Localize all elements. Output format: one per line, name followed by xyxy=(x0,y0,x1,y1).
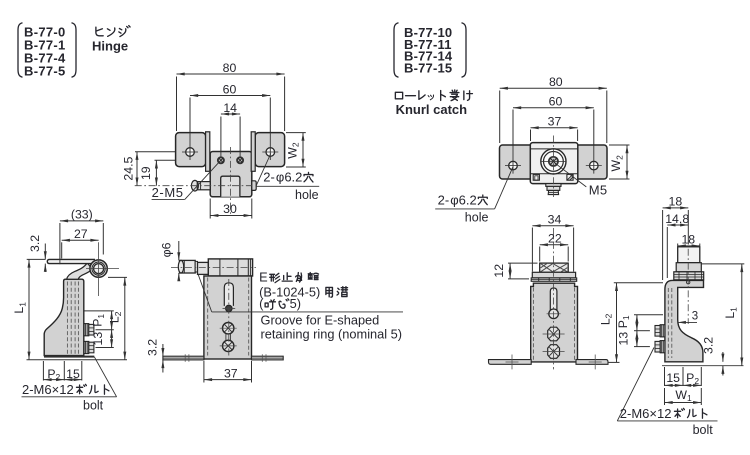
svg-text:2-M6×12: 2-M6×12 xyxy=(620,406,672,421)
svg-text:B-77-10: B-77-10 xyxy=(404,25,452,40)
svg-text:14.8: 14.8 xyxy=(665,212,689,226)
svg-text:B-77-11: B-77-11 xyxy=(404,37,452,52)
svg-text:80: 80 xyxy=(549,75,563,89)
svg-text:L2: L2 xyxy=(108,311,123,323)
svg-text:14: 14 xyxy=(223,101,237,115)
svg-text:B-77-4: B-77-4 xyxy=(24,50,66,65)
svg-text:60: 60 xyxy=(549,95,563,109)
svg-text:E: E xyxy=(259,269,268,284)
svg-text:30: 30 xyxy=(223,202,237,216)
svg-text:B-77-0: B-77-0 xyxy=(24,24,66,39)
svg-text:M5: M5 xyxy=(589,183,608,198)
svg-text:B-77-14: B-77-14 xyxy=(404,49,453,64)
svg-text:3: 3 xyxy=(692,310,698,322)
svg-text:13: 13 xyxy=(616,332,630,346)
svg-text:B-77-5: B-77-5 xyxy=(24,63,66,78)
svg-text:hole: hole xyxy=(465,211,489,225)
svg-text:L1: L1 xyxy=(723,307,738,319)
svg-text:18: 18 xyxy=(681,233,695,247)
svg-text:(33): (33) xyxy=(71,208,93,222)
svg-text:L2: L2 xyxy=(598,313,613,325)
svg-text:3.2: 3.2 xyxy=(145,339,159,356)
svg-text:retaining ring (nominal 5): retaining ring (nominal 5) xyxy=(261,326,403,341)
svg-text:bolt: bolt xyxy=(693,423,714,437)
svg-text:34: 34 xyxy=(548,213,562,227)
svg-text:37: 37 xyxy=(224,366,238,380)
svg-text:2-: 2- xyxy=(438,192,450,207)
svg-text:18: 18 xyxy=(669,195,683,209)
svg-text:(: ( xyxy=(259,296,264,311)
svg-text:L1: L1 xyxy=(12,302,27,314)
svg-text:Groove for E-shaped: Groove for E-shaped xyxy=(261,313,380,328)
svg-text:37: 37 xyxy=(548,115,562,129)
svg-text:φ6.2: φ6.2 xyxy=(450,192,477,207)
svg-text:Knurl catch: Knurl catch xyxy=(396,102,468,117)
svg-text:2-: 2- xyxy=(263,170,275,185)
svg-text:19: 19 xyxy=(139,166,153,180)
svg-text:φ6.2: φ6.2 xyxy=(276,170,303,185)
svg-text:2-M6×12: 2-M6×12 xyxy=(22,382,74,397)
svg-text:15: 15 xyxy=(66,367,80,381)
svg-text:80: 80 xyxy=(223,61,237,75)
svg-text:60: 60 xyxy=(223,82,237,96)
svg-text:24.5: 24.5 xyxy=(121,156,135,180)
svg-text:bolt: bolt xyxy=(83,399,104,413)
svg-text:B-77-15: B-77-15 xyxy=(404,60,452,75)
svg-text:22: 22 xyxy=(548,232,562,246)
svg-text:2-M5: 2-M5 xyxy=(152,185,184,200)
svg-text:15: 15 xyxy=(666,371,680,385)
svg-text:13: 13 xyxy=(91,332,105,346)
svg-text:hole: hole xyxy=(295,188,319,202)
svg-text:Hinge: Hinge xyxy=(92,39,128,54)
svg-text:3.2: 3.2 xyxy=(28,235,42,252)
svg-text:5): 5) xyxy=(290,296,301,311)
svg-text:B-77-1: B-77-1 xyxy=(24,37,66,52)
svg-text:φ6: φ6 xyxy=(160,242,174,257)
svg-text:3.2: 3.2 xyxy=(701,337,715,354)
svg-text:27: 27 xyxy=(74,227,88,241)
svg-text:(B-1024-5): (B-1024-5) xyxy=(259,284,320,299)
svg-text:12: 12 xyxy=(492,264,506,278)
